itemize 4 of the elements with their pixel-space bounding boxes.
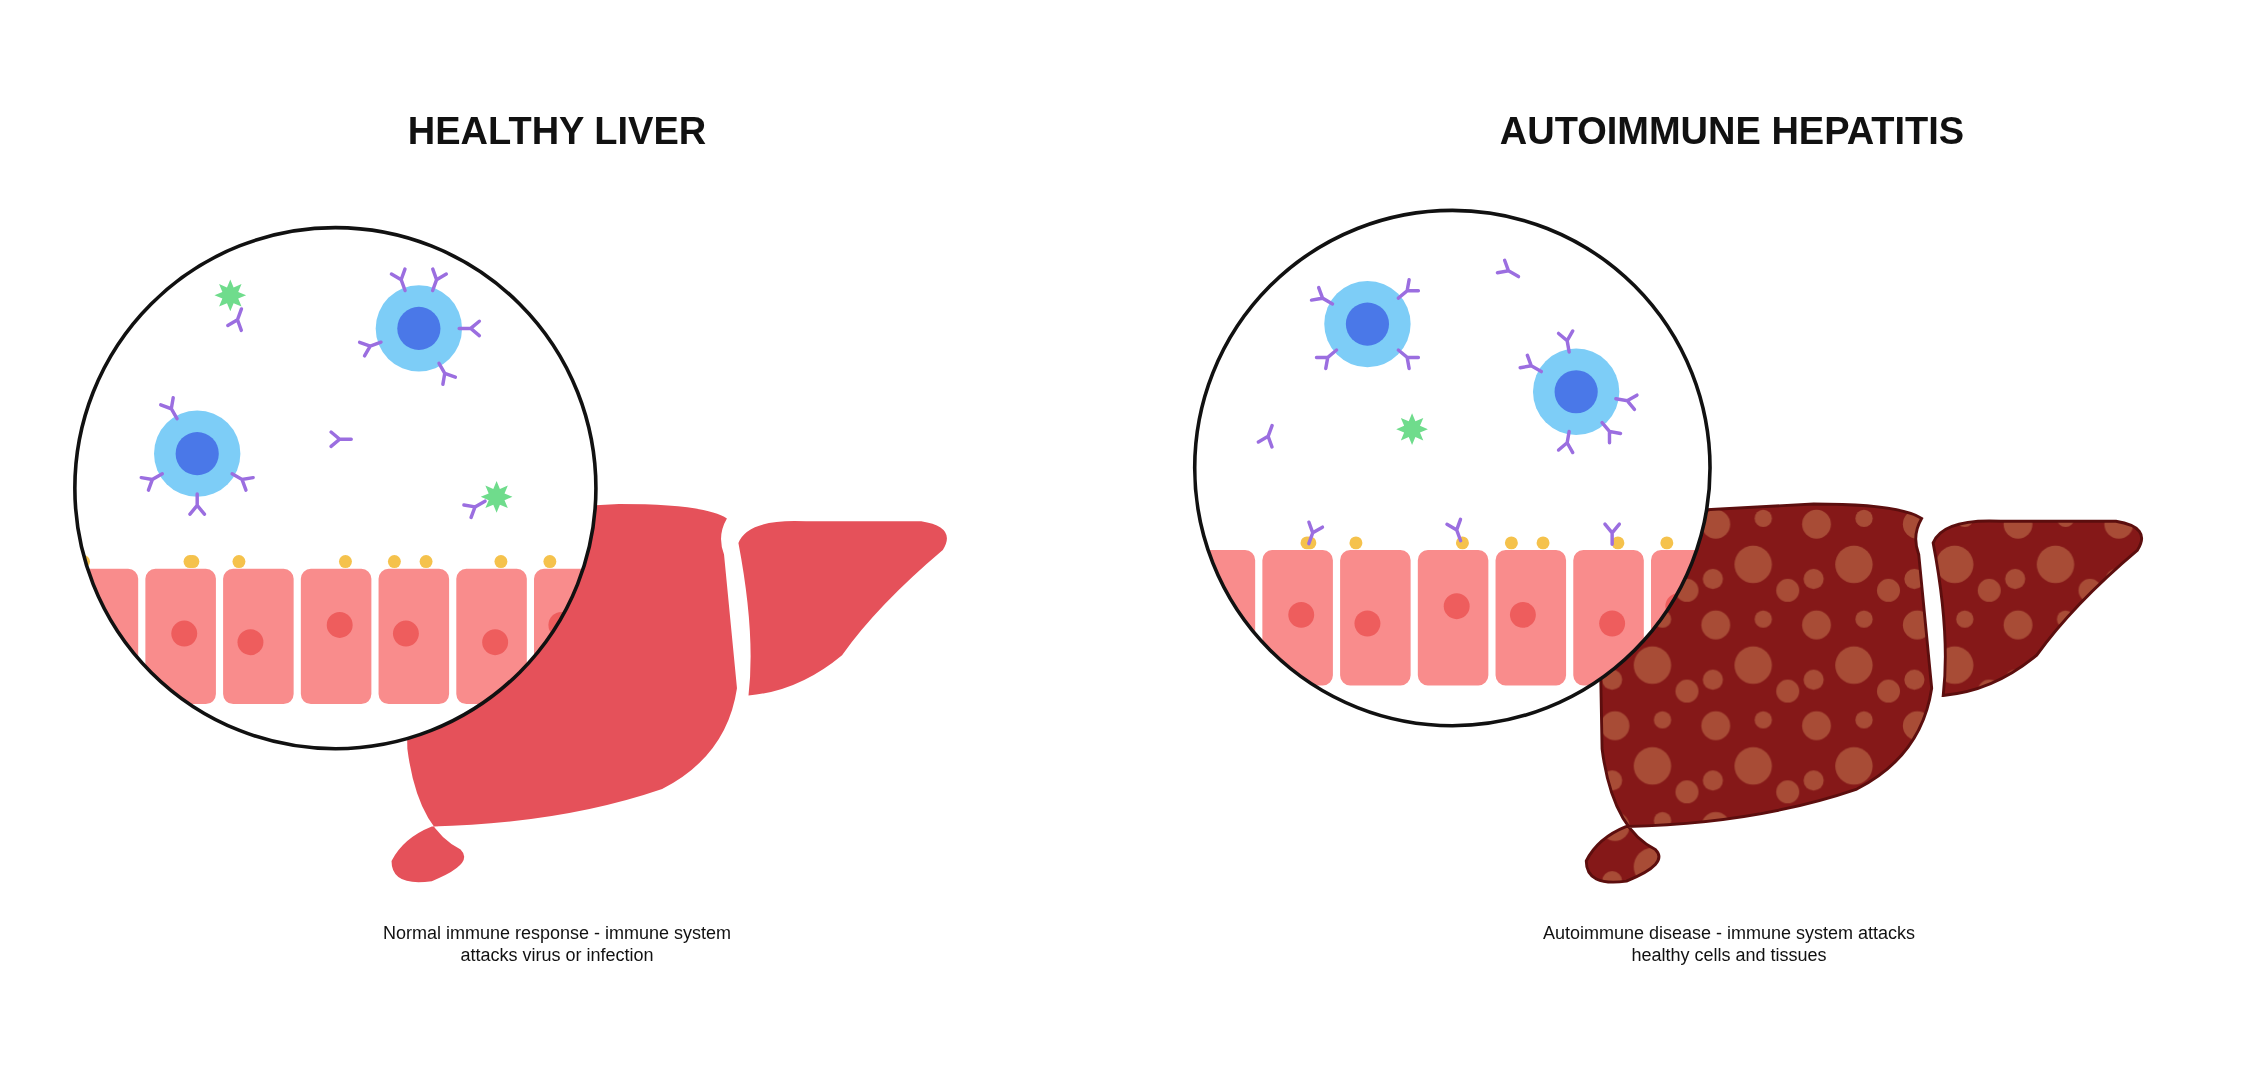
caption-text: Autoimmune disease - immune system attacks healthy cells and tissues (1541, 922, 1917, 966)
heading: HEALTHY LIVER (406, 110, 708, 153)
caption-text: Normal immune response - immune system attacks virus or infection (381, 922, 733, 966)
heading: AUTOIMMUNE HEPATITIS (1498, 110, 1966, 153)
